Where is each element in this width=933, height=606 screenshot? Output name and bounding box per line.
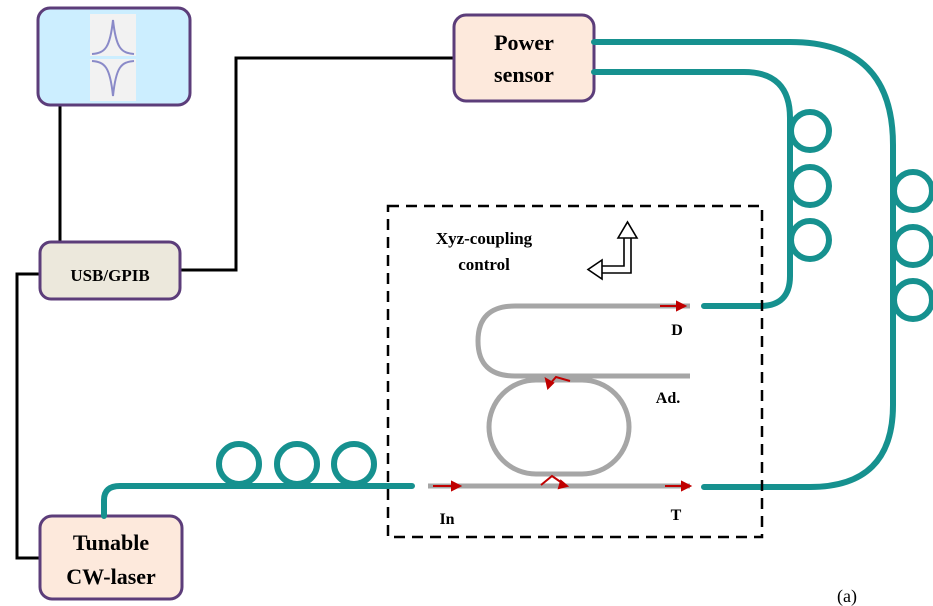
- drop-fiber-loop-2: [788, 164, 832, 208]
- port-labels: D Ad. In T: [439, 322, 682, 528]
- electrical-wiring: [15, 56, 454, 560]
- optical-fibers: [101, 39, 933, 519]
- drop-fiber-loop-3: [788, 218, 832, 262]
- through-fiber-loop-1: [891, 169, 933, 213]
- through-fiber-loop-3: [891, 278, 933, 322]
- drop-fiber: [591, 69, 793, 309]
- resonance-dip-curve: [91, 60, 135, 97]
- input-fiber-loop-1: [216, 441, 262, 487]
- usb-gpib-label: USB/GPIB: [70, 266, 149, 285]
- through-light-arrow-icon: [665, 480, 693, 492]
- figure-panel-label: (a): [837, 586, 857, 606]
- drop-fiber-loop-1: [788, 109, 832, 153]
- power-sensor-label-line1: Power: [494, 30, 554, 55]
- through-port-label: T: [671, 507, 682, 524]
- usb-laser-cable: [15, 272, 46, 560]
- coupling-stage-frame: [386, 204, 764, 539]
- xyz-coupling-stage: Xyz-coupling control: [386, 204, 764, 539]
- power-sensor-box: [452, 13, 596, 103]
- coupling-stage-label-line1: Xyz-coupling: [436, 229, 533, 248]
- input-fiber: [101, 483, 415, 519]
- input-light-arrow-icon: [433, 480, 463, 492]
- ring-coupling-arrow-top-icon: [544, 375, 571, 390]
- power-sensor-label-line2: sensor: [494, 62, 554, 87]
- light-direction-arrows: [433, 300, 693, 492]
- monitor-display: [36, 6, 192, 107]
- tunable-laser: Tunable CW-laser: [38, 514, 184, 601]
- through-fiber-loop-2: [891, 224, 933, 268]
- input-fiber-loop-3: [331, 441, 377, 487]
- laser-label-line1: Tunable: [73, 530, 149, 555]
- resonance-peak-curve: [91, 19, 135, 55]
- drop-light-arrow-icon: [660, 300, 688, 312]
- xyz-direction-arrows-icon: [586, 220, 639, 281]
- usb-power-sensor-cable: [173, 56, 454, 272]
- usb-gpib-interface: USB/GPIB: [38, 240, 182, 301]
- photonic-chip-waveguides: [428, 303, 690, 489]
- power-sensor: Power sensor: [452, 13, 596, 103]
- ring-resonator: [486, 377, 632, 477]
- input-fiber-loop-2: [274, 441, 320, 487]
- laser-label-line2: CW-laser: [66, 564, 156, 589]
- add-port-label: Ad.: [656, 390, 680, 407]
- coupling-stage-label-line2: control: [458, 255, 510, 274]
- ring-coupling-arrow-bottom-icon: [540, 474, 570, 490]
- through-fiber: [591, 39, 896, 490]
- usb-gpib-box: [38, 240, 182, 301]
- input-port-label: In: [439, 511, 454, 528]
- drop-port-label: D: [671, 322, 683, 339]
- drop-waveguide: [475, 303, 690, 379]
- monitor-box: [36, 6, 192, 107]
- laser-box: [38, 514, 184, 601]
